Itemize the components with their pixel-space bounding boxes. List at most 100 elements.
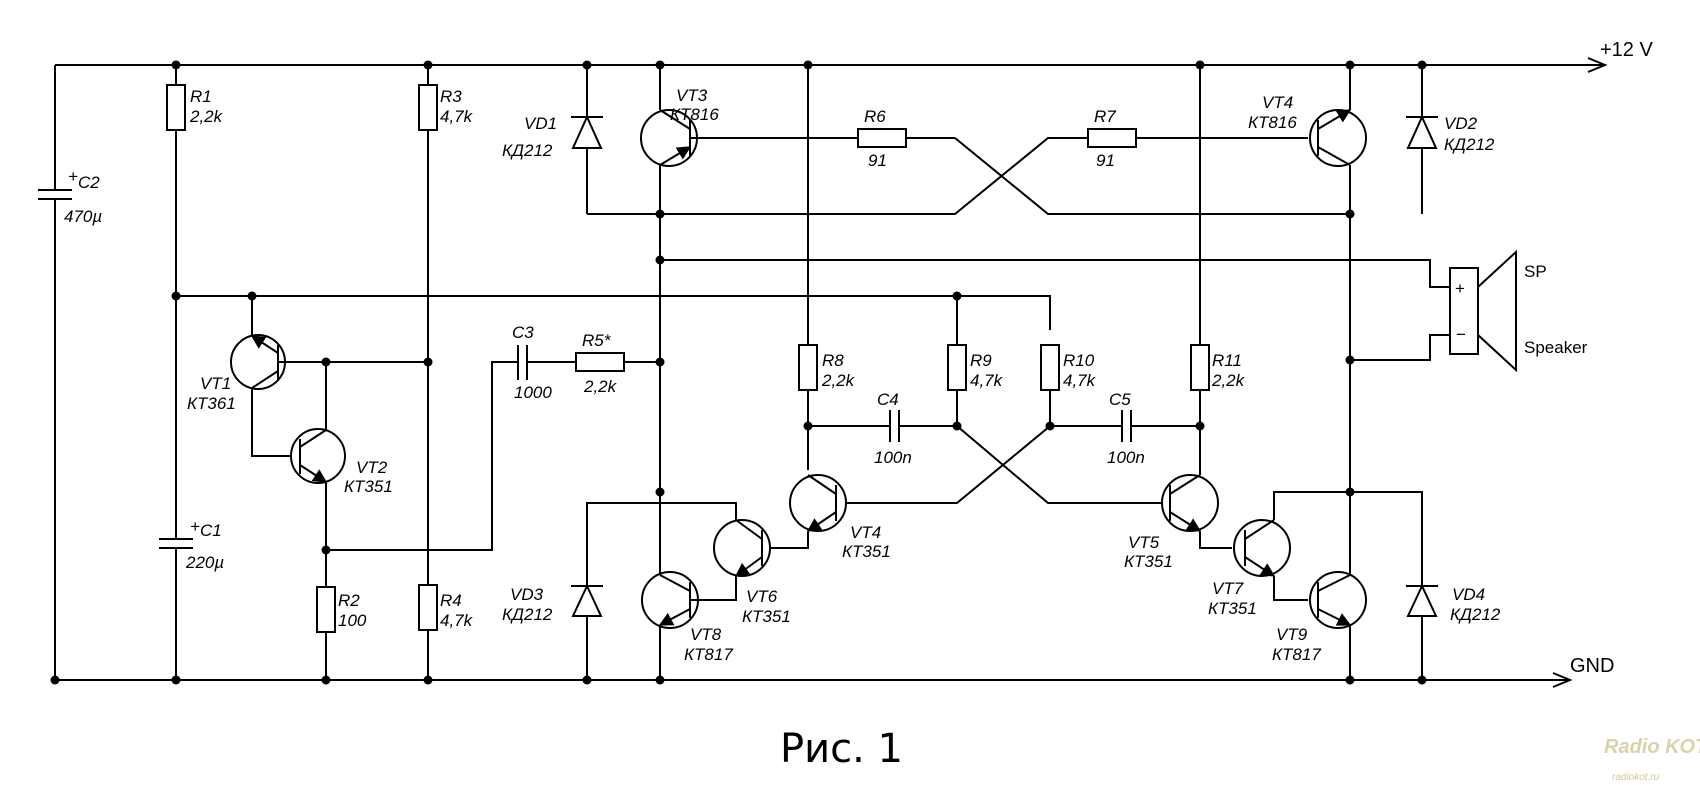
c3-value: 1000 <box>514 383 552 402</box>
r1-ref: R1 <box>190 87 212 106</box>
capacitor-c1 <box>159 538 193 549</box>
cross-wire-b <box>587 137 1088 215</box>
resistor-r7 <box>1087 128 1137 148</box>
vt9-ref: VT9 <box>1276 625 1308 644</box>
vt7-emitter-wire <box>1273 576 1308 601</box>
resistor-r1 <box>166 84 186 131</box>
transistor-vt4-top <box>1309 109 1367 167</box>
r8-value: 2,2k <box>821 371 856 390</box>
c5-value: 100n <box>1107 448 1145 467</box>
vt4-driver-ref: VT4 <box>850 523 881 542</box>
vd1-ref: VD1 <box>524 114 557 133</box>
c2-plus: + <box>68 167 78 186</box>
c3-ref: C3 <box>512 323 534 342</box>
cross-wire-d <box>956 425 1170 504</box>
vt6-type: КТ351 <box>742 607 791 626</box>
resistor-r3 <box>418 84 438 131</box>
r11-ref: R11 <box>1212 351 1242 370</box>
vd2-ref: VD2 <box>1444 114 1478 133</box>
speaker-label: Speaker <box>1524 338 1588 357</box>
vt2-type: КТ351 <box>344 477 393 496</box>
transistor-vt7 <box>1233 519 1291 577</box>
vt1-type: КТ361 <box>187 394 236 413</box>
c1-ref: C1 <box>200 521 222 540</box>
positive-rail-label: +12 V <box>1600 39 1653 61</box>
r7-ref: R7 <box>1094 107 1116 126</box>
bias-line <box>176 295 1051 330</box>
capacitor-c4 <box>889 410 900 442</box>
speaker-sp <box>1449 249 1517 373</box>
vt1-collector-wire <box>251 388 300 457</box>
speaker-plus-label: + <box>1455 279 1465 298</box>
c2-value: 470µ <box>64 207 102 226</box>
r9-value: 4,7k <box>970 371 1004 390</box>
capacitor-c3 <box>517 345 528 380</box>
diode-vd4 <box>1406 583 1438 617</box>
ground-rail <box>55 672 1573 688</box>
r6-value: 91 <box>868 151 887 170</box>
vt5-emitter-wire <box>1199 531 1232 549</box>
positive-rail <box>55 57 1608 73</box>
vd4-ref: VD4 <box>1452 585 1485 604</box>
vt5-type: КТ351 <box>1124 552 1173 571</box>
vt4-top-ref: VT4 <box>1262 93 1293 112</box>
r10-value: 4,7k <box>1063 371 1097 390</box>
resistor-r8 <box>798 344 818 391</box>
c4-ref: C4 <box>877 390 899 409</box>
vd4-type: КД212 <box>1450 605 1501 624</box>
feedback-wire <box>326 361 518 551</box>
r9-ref: R9 <box>970 351 992 370</box>
r3-ref: R3 <box>440 87 462 106</box>
r11-value: 2,2k <box>1211 371 1246 390</box>
transistor-vt9 <box>1309 571 1367 629</box>
transistor-vt8 <box>641 571 699 629</box>
r4-value: 4,7k <box>440 611 474 630</box>
vt3-ref: VT3 <box>676 86 708 105</box>
transistor-vt3 <box>640 109 698 167</box>
vt5-ref: VT5 <box>1128 533 1160 552</box>
r1-value: 2,2k <box>189 107 224 126</box>
diode-vd2 <box>1406 114 1438 149</box>
ground-rail-label: GND <box>1570 655 1614 677</box>
r3-value: 4,7k <box>440 107 474 126</box>
speaker-minus-label: − <box>1456 325 1466 344</box>
diode-vd1 <box>571 114 603 149</box>
vt9-type: КТ817 <box>1272 645 1321 664</box>
vd3-type: КД212 <box>502 605 553 624</box>
figure-caption: Рис. 1 <box>780 726 903 772</box>
resistor-r2 <box>316 586 336 633</box>
capacitor-c2 <box>38 189 72 200</box>
watermark-brand: Radio KOT <box>1604 736 1700 758</box>
vt3-type: КТ816 <box>670 105 719 124</box>
vt6-ref: VT6 <box>746 587 778 606</box>
r2-value: 100 <box>338 611 367 630</box>
vt8-type: КТ817 <box>684 645 733 664</box>
transistor-vt2 <box>290 428 346 484</box>
transistor-vt1 <box>230 334 326 390</box>
vt2-ref: VT2 <box>356 458 388 477</box>
cross-wire-a <box>954 137 1350 215</box>
vt6-emitter-wire <box>710 576 737 601</box>
r5-ref: R5* <box>582 331 612 350</box>
c1-plus: + <box>190 517 200 536</box>
vt1-ref: VT1 <box>200 374 231 393</box>
resistor-r6 <box>857 128 907 148</box>
transistor-vt5 <box>1161 474 1219 532</box>
cross-wire-c <box>836 425 1051 504</box>
vt8-ref: VT8 <box>690 625 722 644</box>
transistor-vt4-driver <box>789 474 847 532</box>
r5-value: 2,2k <box>583 377 618 396</box>
vd1-type: КД212 <box>502 141 553 160</box>
speaker-name: SP <box>1524 262 1547 281</box>
r2-ref: R2 <box>338 591 360 610</box>
c4-value: 100n <box>874 448 912 467</box>
radiokot-watermark-logo: Radio KOT radiokot.ru <box>1604 736 1700 783</box>
vd2-type: КД212 <box>1444 135 1495 154</box>
speaker-minus-wire <box>1350 334 1450 361</box>
diode-vd3 <box>571 583 603 617</box>
resistor-r10 <box>1040 344 1060 391</box>
junction-dots <box>50 60 1427 685</box>
r7-value: 91 <box>1096 151 1115 170</box>
